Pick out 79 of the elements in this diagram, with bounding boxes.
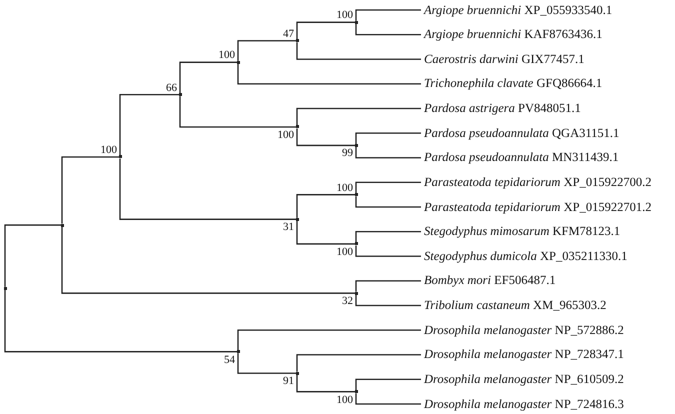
taxon-label: Bombyx mori EF506487.1 [424, 273, 556, 288]
branch-point [354, 144, 358, 147]
branch-point [178, 93, 182, 96]
tree-branch [179, 62, 238, 94]
tree-branch [296, 194, 356, 218]
bootstrap-value: 54 [224, 354, 235, 366]
tree-branch [119, 94, 180, 156]
branch-point [4, 286, 6, 290]
tree-branch [296, 354, 421, 372]
branch-point [296, 39, 298, 42]
bootstrap-value: 100 [336, 9, 353, 22]
tree-branch [237, 329, 421, 350]
branch-point [354, 242, 358, 246]
bootstrap-value: 100 [100, 144, 117, 156]
bootstrap-value: 66 [166, 82, 177, 94]
taxon-label: Argiope bruennichi KAF8763436.1 [424, 27, 602, 42]
tree-branch [355, 9, 421, 21]
taxon-label: Caerostris darwini GIX77457.1 [424, 52, 584, 67]
tree-branch [296, 108, 421, 126]
branch-point [296, 372, 298, 375]
tree-branch [355, 182, 421, 194]
tree-branch [296, 22, 356, 40]
tree-branch [237, 64, 421, 85]
bootstrap-value: 100 [336, 394, 353, 406]
tree-branch [296, 374, 356, 392]
tree-branch [179, 96, 297, 128]
branch-point [236, 350, 240, 354]
branch-point [296, 218, 298, 221]
branch-point [354, 292, 358, 295]
taxon-label: Stegodyphus mimosarum KFM78123.1 [424, 224, 620, 240]
taxon-label: Pardosa pseudoannulata QGA31151.1 [424, 126, 620, 141]
branch-point [118, 155, 122, 158]
tree-branch [355, 230, 421, 242]
tree-branch [4, 224, 62, 287]
taxon-label: Trichonephila clavate GFQ86664.1 [424, 76, 602, 92]
tree-branch [355, 294, 421, 306]
bootstrap-value: 91 [283, 375, 294, 388]
taxon-label: Drosophila melanogaster NP_572886.2 [424, 322, 624, 338]
tree-branch [355, 245, 421, 257]
tree-branch [61, 156, 120, 224]
tree-branch [296, 220, 356, 245]
tree-branch [4, 290, 238, 352]
branch-point [354, 20, 358, 24]
tree-branch [61, 226, 356, 294]
bootstrap-value: 99 [342, 147, 353, 160]
tree-branch [237, 40, 297, 61]
tree-branch [355, 146, 421, 158]
tree-branch [119, 158, 297, 220]
branch-point [236, 60, 240, 64]
bootstrap-value: 100 [336, 182, 353, 194]
bootstrap-value: 100 [278, 128, 294, 141]
bootstrap-value: 32 [342, 295, 353, 308]
bootstrap-value: 100 [336, 246, 353, 258]
branch-point [296, 125, 298, 128]
tree-branch [296, 42, 421, 60]
taxon-label: Stegodyphus dumicola XP_035211330.1 [424, 248, 628, 264]
tree-branch [355, 393, 421, 405]
tree-branch [355, 132, 421, 144]
taxon-label: Drosophila melanogaster NP_728347.1 [424, 347, 624, 362]
tree-branch [355, 196, 421, 208]
tree-branch [355, 24, 421, 36]
tree-branch [355, 280, 421, 292]
taxon-label: Parasteatoda tepidariorum XP_015922700.2 [424, 174, 652, 190]
taxon-label: Argiope bruennichi XP_055933540.1 [424, 2, 612, 18]
taxon-label: Drosophila melanogaster NP_610509.2 [424, 372, 624, 387]
taxon-label: Pardosa pseudoannulata MN311439.1 [424, 150, 619, 166]
taxon-label: Pardosa astrigera PV848051.1 [424, 101, 581, 116]
taxon-label: Drosophila melanogaster NP_724816.3 [424, 396, 624, 412]
taxon-label: Tribolium castaneum XM_965303.2 [424, 298, 606, 313]
bootstrap-value: 31 [283, 221, 294, 234]
bootstrap-value: 100 [218, 49, 235, 62]
branch-point [354, 390, 358, 394]
bootstrap-value: 47 [283, 28, 294, 40]
branch-point [60, 224, 64, 227]
taxon-label: Parasteatoda tepidariorum XP_015922701.2 [424, 200, 652, 214]
tree-branch [355, 378, 421, 390]
tree-branch [296, 128, 356, 146]
tree-branch [237, 353, 297, 374]
branch-point [354, 193, 358, 196]
